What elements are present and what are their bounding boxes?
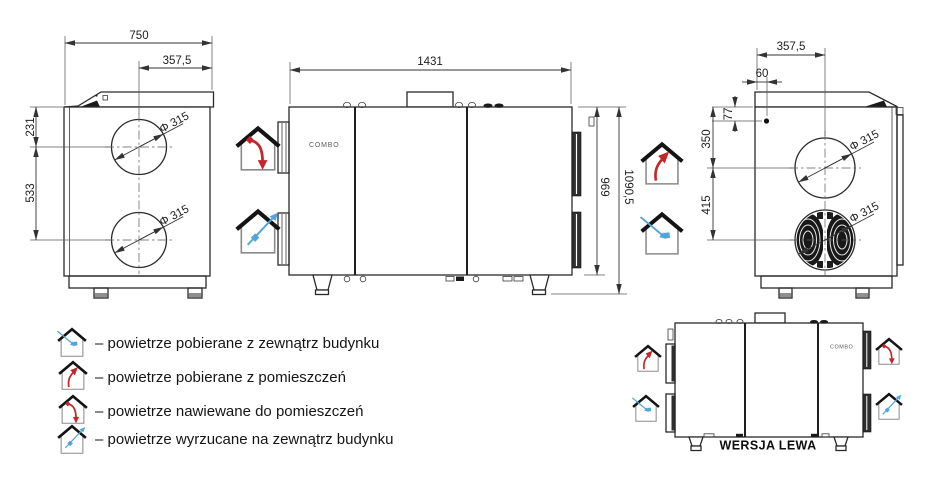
- house-intake-outside-icon: [631, 394, 661, 423]
- house-extract-rooms-icon: [57, 360, 89, 391]
- house-exhaust-outside-icon: [874, 392, 904, 421]
- house-intake-outside-icon: [56, 327, 88, 358]
- legend-item-text: – powietrze nawiewane do pomieszczeń: [95, 403, 363, 420]
- cable-gland-dot: [763, 118, 770, 124]
- house-exhaust-outside-icon: [237, 211, 280, 252]
- dim-right-port-gap: 415: [701, 195, 713, 214]
- dim-right-port-x: 357,5: [777, 41, 806, 53]
- dim-front-height-total: 1090,5: [622, 169, 634, 204]
- dim-front-width: 1431: [417, 56, 443, 68]
- left-side-view: Φ 315 Φ 315 750 357,5 231 533: [25, 30, 215, 299]
- house-extract-rooms-icon: [633, 344, 663, 373]
- brand-label-small: COMBO: [830, 345, 854, 351]
- legend-item-text: – powietrze wyrzucane na zewnątrz budynk…: [95, 431, 394, 448]
- dim-left-width: 750: [129, 30, 148, 42]
- dim-left-port-gap: 533: [25, 183, 37, 202]
- dim-right-gland-y: 77: [723, 108, 735, 121]
- legend: – powietrze pobierane z zewnątrz budynku…: [56, 327, 394, 455]
- dim-front-height-body: 969: [598, 177, 610, 196]
- dim-left-port-x: 357,5: [163, 55, 192, 67]
- dim-left-port-top: 231: [25, 117, 37, 136]
- version-caption: WERSJA LEWA: [720, 439, 817, 453]
- house-supply-rooms-icon: [237, 128, 280, 169]
- left-version-view: COMBO WERSJA LEWA: [665, 312, 872, 453]
- legend-item-text: – powietrze pobierane z pomieszczeń: [95, 369, 346, 386]
- house-supply-rooms-icon: [874, 337, 904, 366]
- house-exhaust-outside-icon: [56, 424, 88, 455]
- house-extract-rooms-icon: [639, 142, 685, 186]
- front-view: COMBO 1431 969 1090,5: [277, 56, 634, 296]
- right-side-view: Φ 315 Φ 315 357,5 60 77 350 415: [701, 41, 904, 299]
- house-supply-rooms-icon: [57, 394, 89, 425]
- dim-right-gland-x: 60: [756, 68, 769, 80]
- house-intake-outside-icon: [638, 212, 685, 256]
- legend-item-text: – powietrze pobierane z zewnątrz budynku: [95, 335, 379, 352]
- dim-right-port-top: 350: [701, 129, 713, 148]
- brand-label: COMBO: [309, 142, 339, 149]
